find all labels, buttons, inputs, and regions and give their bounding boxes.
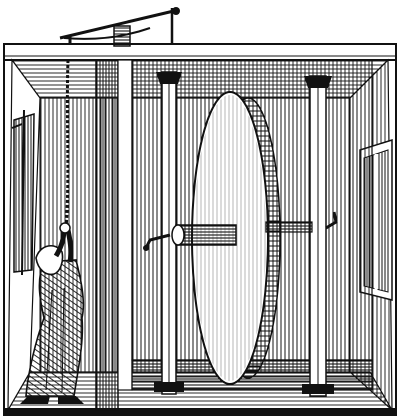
left-post — [154, 71, 184, 395]
wall-pin — [11, 123, 23, 129]
right-post — [302, 75, 334, 397]
hooded-figure — [20, 222, 85, 404]
axle — [171, 221, 313, 246]
crank-handle-right — [325, 211, 338, 230]
top-lever — [59, 7, 180, 47]
crank-handle-left — [143, 233, 171, 251]
rope — [64, 59, 70, 231]
